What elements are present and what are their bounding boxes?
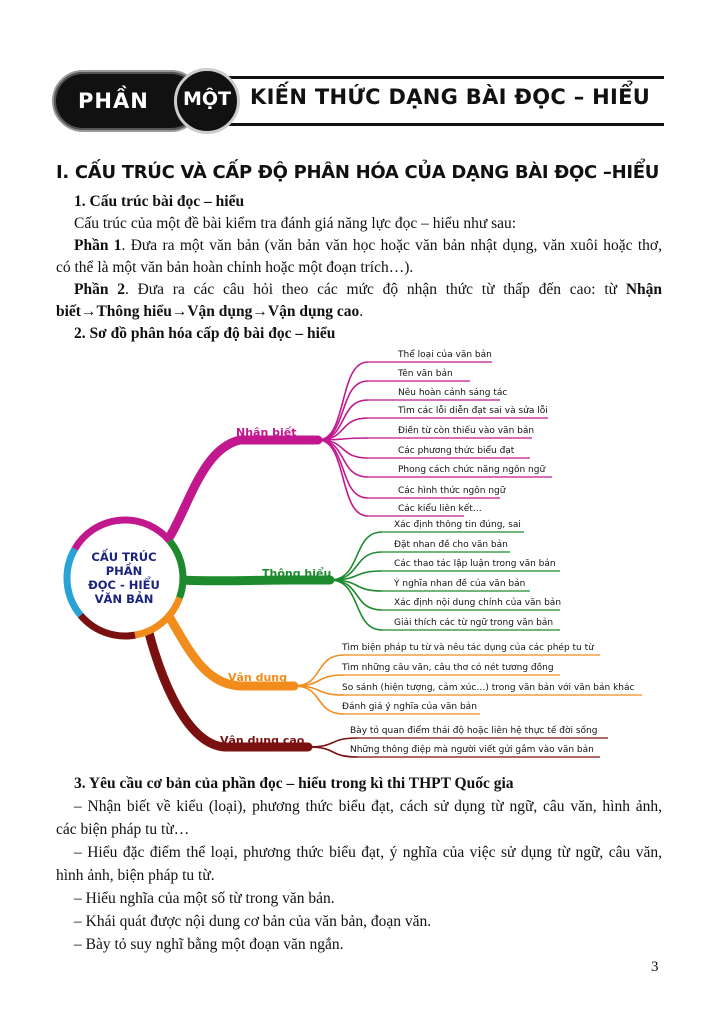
center-line: ĐỌC - HIỂU bbox=[88, 578, 160, 592]
bullet-1-line1: – Nhận biết về kiểu (loại), phương thức … bbox=[74, 798, 662, 815]
part2-bold-b: biết→Thông hiểu→Vận dụng→Vận dụng cao bbox=[56, 303, 360, 320]
branch-label-nhan-biet: Nhận biết bbox=[236, 426, 297, 439]
leaf-item: So sánh (hiện tượng, cảm xúc…) trong văn… bbox=[342, 683, 635, 693]
leaf-item: Giải thích các từ ngữ trong văn bản bbox=[394, 618, 554, 628]
leaf-connector bbox=[317, 399, 369, 441]
leaf-item: Đánh giá ý nghĩa của văn bản bbox=[342, 702, 477, 712]
intro-text: Cấu trúc của một đề bài kiểm tra đánh gi… bbox=[74, 215, 517, 232]
part1-text-a: . Đưa ra một văn bản (văn bản văn học ho… bbox=[121, 237, 662, 254]
chapter-title: KIẾN THỨC DẠNG BÀI ĐỌC – HIỂU bbox=[250, 85, 651, 109]
leaf-item: Xác định thông tin đúng, sai bbox=[394, 520, 521, 530]
leaf-connector bbox=[329, 531, 383, 581]
branch-trunk bbox=[150, 435, 323, 560]
part2-end: . bbox=[359, 303, 364, 320]
page-number: 3 bbox=[651, 959, 659, 975]
leaf-item: Thể loại của văn bản bbox=[398, 350, 492, 360]
bullet-2-line2: hình ảnh, biện pháp tu từ. bbox=[56, 867, 215, 884]
leaf-item: Đặt nhan đề cho văn bản bbox=[394, 540, 508, 550]
part-number: MỘT bbox=[182, 88, 232, 110]
bullet-5: – Bày tỏ suy nghĩ bằng một đoạn văn ngắn… bbox=[74, 936, 344, 953]
part-number-circle: MỘT bbox=[174, 68, 240, 134]
leaf-item: Tìm biện pháp tu từ và nêu tác dụng của … bbox=[342, 643, 594, 653]
branch-label-van-dung: Vận dụng bbox=[228, 671, 288, 684]
leaf-item: Tìm các lỗi diễn đạt sai và sửa lỗi bbox=[398, 406, 548, 416]
leaf-item: Nêu hoàn cảnh sáng tác bbox=[398, 388, 508, 398]
leaf-connector bbox=[317, 361, 369, 441]
center-line: CẤU TRÚC bbox=[91, 550, 157, 564]
bullet-4: – Khái quát được nội dung cơ bản của văn… bbox=[74, 913, 432, 930]
leaf-item: Bày tỏ quan điểm thái độ hoặc liên hệ th… bbox=[350, 726, 598, 736]
chapter-header: PHẦN MỘT KIẾN THỨC DẠNG BÀI ĐỌC – HIỂU bbox=[52, 68, 664, 134]
subsection-1-title: 1. Cấu trúc bài đọc – hiểu bbox=[74, 193, 245, 210]
header-rule-top bbox=[222, 76, 664, 79]
leaf-connector bbox=[307, 746, 359, 758]
mind-map: CẤU TRÚC PHẦN ĐỌC - HIỂU VĂN BẢN Nhận bi… bbox=[60, 340, 670, 770]
leaf-connector bbox=[329, 579, 383, 631]
leaf-item: Xác định nội dung chính của văn bản bbox=[394, 598, 562, 608]
part2-label: Phần 2 bbox=[74, 281, 125, 298]
bullet-1-line2: các biện pháp tu từ… bbox=[56, 821, 190, 838]
branch-trunk bbox=[175, 575, 335, 586]
part1-line1: Phần 1. Đưa ra một văn bản (văn bản văn … bbox=[74, 235, 662, 257]
leaf-item: Tên văn bản bbox=[398, 369, 453, 379]
mind-map-lines bbox=[63, 361, 642, 758]
leaf-connector bbox=[317, 439, 369, 517]
center-line: PHẦN bbox=[105, 564, 143, 578]
center-ring-segment bbox=[71, 516, 173, 551]
leaf-item: Ý nghĩa nhan đề của văn bản bbox=[394, 579, 526, 589]
leaf-item: Những thông điệp mà người viết gửi gắm v… bbox=[350, 745, 594, 755]
mind-map-center-label: CẤU TRÚC PHẦN ĐỌC - HIỂU VĂN BẢN bbox=[68, 550, 180, 606]
part1-label: Phần 1 bbox=[74, 237, 122, 254]
center-line: VĂN BẢN bbox=[94, 592, 154, 606]
part1-line2: có thể là một văn bản hoàn chỉnh hoặc mộ… bbox=[56, 259, 414, 276]
leaf-item: Các phương thức biểu đạt bbox=[398, 446, 515, 456]
leaf-item: Các hình thức ngôn ngữ bbox=[398, 486, 506, 496]
center-ring-segment bbox=[77, 612, 136, 640]
center-ring-segment bbox=[134, 596, 183, 639]
bullet-3: – Hiểu nghĩa của một số từ trong văn bản… bbox=[74, 890, 335, 907]
branch-label-van-dung-cao: Vận dụng cao bbox=[220, 734, 305, 747]
subsection-2-title: 2. Sơ đồ phân hóa cấp độ bài đọc – hiểu bbox=[74, 325, 336, 342]
header-rule-bottom bbox=[222, 123, 664, 126]
leaf-item: Điền từ còn thiếu vào văn bản bbox=[398, 426, 535, 436]
leaf-item: Tìm những câu văn, câu thơ có nét tương … bbox=[342, 663, 554, 673]
part2-line2: biết→Thông hiểu→Vận dụng→Vận dụng cao. bbox=[56, 301, 363, 323]
part2-bold-a: Nhận bbox=[625, 281, 662, 298]
part2-line1: Phần 2. Đưa ra các câu hỏi theo các mức … bbox=[74, 279, 662, 301]
part-label: PHẦN bbox=[78, 89, 149, 113]
leaf-item: Các thao tác lập luận trong văn bản bbox=[394, 559, 556, 569]
subsection-3-title: 3. Yêu cầu cơ bản của phần đọc – hiểu tr… bbox=[74, 775, 514, 792]
leaf-item: Các kiểu liên kết… bbox=[398, 504, 482, 514]
center-ring-segment bbox=[63, 547, 84, 618]
branch-label-thong-hieu: Thông hiểu bbox=[262, 567, 332, 580]
leaf-item: Phong cách chức năng ngôn ngữ bbox=[398, 465, 546, 475]
bullet-2-line1: – Hiểu đặc điểm thể loại, phương thức bi… bbox=[74, 844, 662, 861]
part2-text-a: . Đưa ra các câu hỏi theo các mức độ nhậ… bbox=[124, 281, 618, 298]
center-ring-segment bbox=[166, 538, 187, 600]
leaf-connector bbox=[317, 439, 369, 478]
leaf-connector bbox=[293, 685, 345, 715]
leaf-connector bbox=[317, 380, 369, 441]
section-title: I. CẤU TRÚC VÀ CẤP ĐỘ PHÂN HÓA CỦA DẠNG … bbox=[56, 162, 660, 183]
leaf-connector bbox=[293, 674, 345, 687]
